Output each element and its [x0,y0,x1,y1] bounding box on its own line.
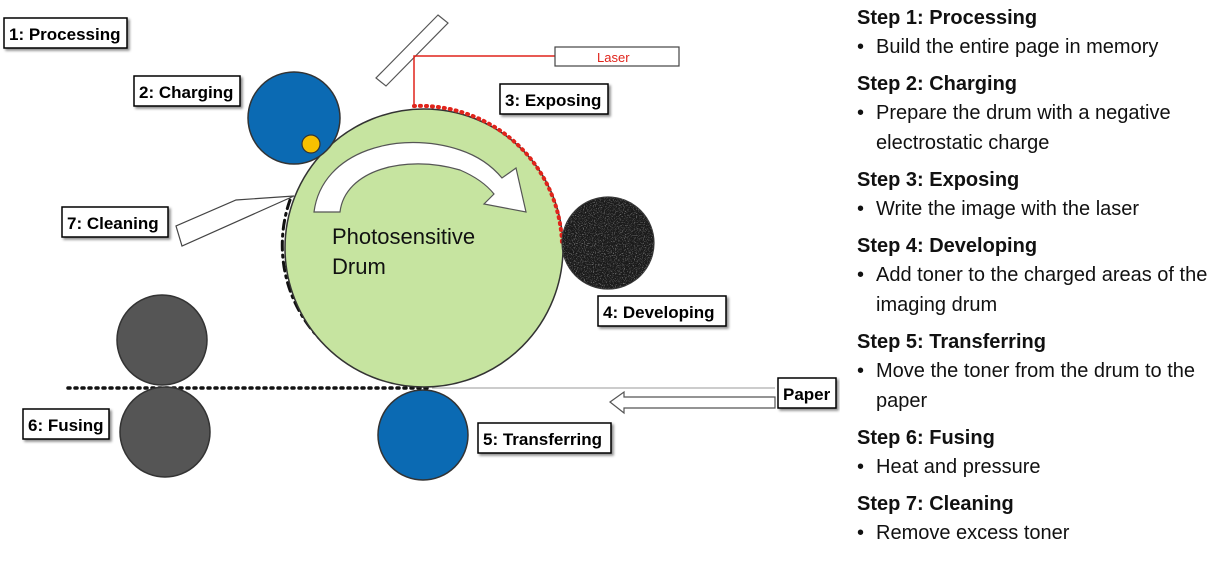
step-description: • Add toner to the charged areas of the i… [857,260,1209,320]
step-description-text: Prepare the drum with a negative electro… [876,102,1171,154]
step-description: • Prepare the drum with a negative electr… [857,98,1209,158]
bullet-icon: • [857,456,865,478]
stage-label-developing: 4: Developing [597,295,727,327]
step-title: Step 6: Fusing [857,427,995,449]
bullet-icon: • [857,264,865,286]
step-item: Step 3: Exposing • Write the image with t… [857,166,1209,224]
laser-beam [413,55,555,104]
drum-label-line1: Photosensitive [332,224,475,249]
bullet-icon: • [857,198,865,220]
step-title: Step 7: Cleaning [857,493,1014,515]
step-description-text: Add toner to the charged areas of the im… [876,264,1208,316]
step-description-text: Write the image with the laser [876,198,1140,220]
charging-roller [247,71,341,165]
stage-label-transferring: 5: Transferring [477,422,612,454]
bullet-icon: • [857,522,865,544]
bullet-icon: • [857,36,865,58]
laser-box [554,46,680,67]
svg-text:2: Charging: 2: Charging [139,83,233,102]
step-item: Step 5: Transferring • Move the toner fro… [857,328,1209,416]
step-description: • Heat and pressure [857,452,1209,482]
laser-mirror [375,14,449,87]
step-title: Step 4: Developing [857,235,1038,257]
developing-roller-texture [562,197,654,289]
stage-label-cleaning: 7: Cleaning [61,206,169,238]
svg-text:7: Cleaning: 7: Cleaning [67,214,159,233]
paper-label: Paper [777,377,837,409]
stage-label-fusing: 6: Fusing [22,408,110,440]
step-title: Step 2: Charging [857,73,1018,95]
step-title: Step 3: Exposing [857,169,1020,191]
fuser-roller-bottom [119,386,211,478]
step-item: Step 2: Charging • Prepare the drum with … [857,70,1209,158]
stage-label-exposing: 3: Exposing [499,83,609,115]
laser-exposure-arc [412,103,564,245]
step-description-text: Move the toner from the drum to the pape… [876,360,1196,412]
bullet-icon: • [857,102,865,124]
stage-label-charging: 2: Charging [133,75,241,107]
step-description-text: Remove excess toner [876,522,1070,544]
paper-direction-arrow-icon [608,390,776,415]
laser-label: Laser [597,50,630,65]
svg-text:4: Developing: 4: Developing [603,303,714,322]
laser-printer-diagram: Photosensitive Drum Laser 1: Processing … [3,14,837,481]
step-item: Step 1: Processing • Build the entire pag… [857,4,1209,62]
svg-text:Paper: Paper [783,385,831,404]
step-description: • Move the toner from the drum to the pap… [857,356,1209,416]
svg-text:1: Processing: 1: Processing [9,25,121,44]
step-description-text: Build the entire page in memory [876,36,1159,58]
step-item: Step 4: Developing • Add toner to the cha… [857,232,1209,320]
fuser-roller-top [116,294,208,386]
rotation-arrow-icon [313,141,527,213]
transfer-roller [377,389,469,481]
step-description-text: Heat and pressure [876,456,1041,478]
bullet-icon: • [857,360,865,382]
svg-text:6: Fusing: 6: Fusing [28,416,104,435]
step-description: • Build the entire page in memory [857,32,1209,62]
svg-text:3: Exposing: 3: Exposing [505,91,601,110]
drum-label-line2: Drum [332,254,386,279]
step-description: • Write the image with the laser [857,194,1209,224]
step-description: • Remove excess toner [857,518,1209,548]
stage-label-processing: 1: Processing [3,17,128,49]
steps-list: Step 1: Processing • Build the entire pag… [857,4,1209,556]
step-title: Step 5: Transferring [857,331,1046,353]
charge-dot [301,134,321,154]
step-item: Step 7: Cleaning • Remove excess toner [857,490,1209,548]
cleaning-blade [175,195,295,247]
step-item: Step 6: Fusing • Heat and pressure [857,424,1209,482]
svg-text:5: Transferring: 5: Transferring [483,430,602,449]
step-title: Step 1: Processing [857,7,1038,29]
